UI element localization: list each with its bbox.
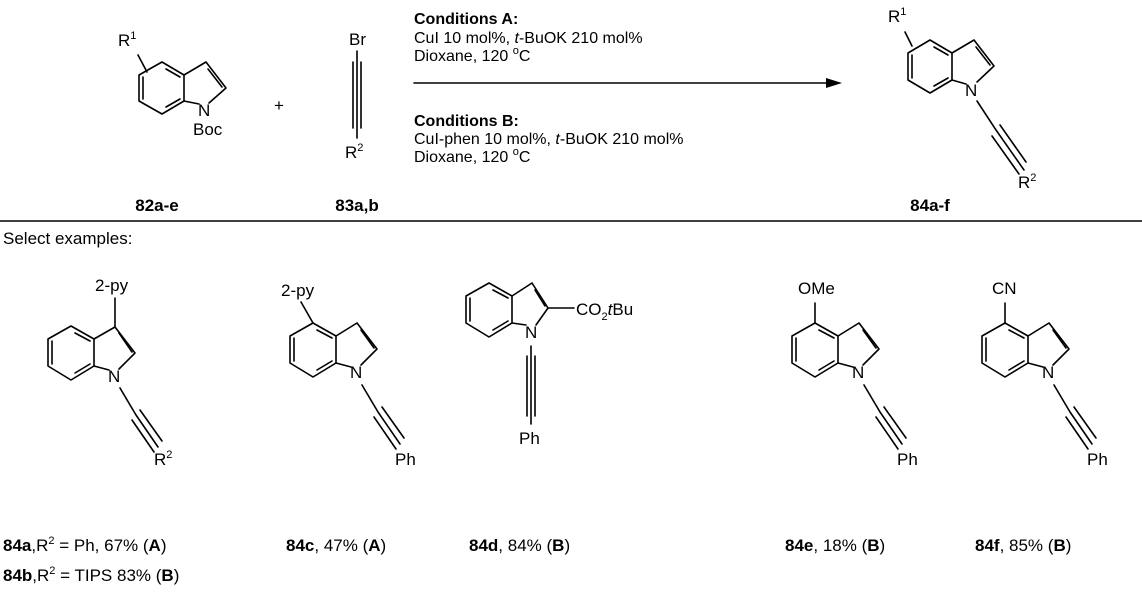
product-84-structure: R1 N R2 xyxy=(888,6,1036,192)
example-84c-structure: 2-py N Ph xyxy=(281,281,416,469)
indole-pyrrole-ring xyxy=(183,61,227,104)
ex4-pyrrole-double-bond xyxy=(862,329,877,349)
ex4-substituent-label: OMe xyxy=(798,279,835,298)
reactant-83-structure: Br R2 xyxy=(345,30,366,162)
product-pyrrole-ring xyxy=(951,39,995,83)
conditions-b-line2: Dioxane, 120 oC xyxy=(414,146,530,166)
boc-label: Boc xyxy=(193,120,223,139)
compound-label-83: 83a,b xyxy=(335,196,378,215)
triple-bond xyxy=(352,50,362,139)
product-r2-label: R2 xyxy=(1018,172,1036,192)
product-benzene-ring xyxy=(907,39,953,94)
ex3-substituent-label: CO2tBu xyxy=(576,300,633,323)
example-84d-structure: CO2tBu N Ph xyxy=(465,282,633,448)
br-atom-label: Br xyxy=(349,30,366,49)
compound-label-82: 82a-e xyxy=(135,196,178,215)
ex3-n-benzene-bond xyxy=(511,322,527,326)
conditions-a-line1: CuI 10 mol%, t-BuOK 210 mol% xyxy=(414,30,643,47)
caption-84f: 84f, 85% (B) xyxy=(975,536,1071,555)
example-84f-structure: CN N Ph xyxy=(981,279,1108,469)
product-n-benzene-bond xyxy=(951,79,967,85)
ex5-alkyne-group-label: Ph xyxy=(1087,450,1108,469)
ex4-n-label: N xyxy=(852,363,864,382)
conditions-a-line2: Dioxane, 120 oC xyxy=(414,45,530,65)
caption-84c: 84c, 47% (A) xyxy=(286,536,386,555)
n-atom-label: N xyxy=(198,101,210,120)
ex2-alkyne xyxy=(361,384,405,450)
reactant-82-structure: R1 N Boc xyxy=(118,30,227,139)
ex3-pyrrole-ring xyxy=(511,282,549,326)
compound-label-84: 84a-f xyxy=(910,196,950,215)
plus-sign: + xyxy=(274,96,284,115)
ex5-pyrrole-ring xyxy=(1027,322,1070,366)
ex3-benzene-double-bonds xyxy=(469,289,509,331)
caption-84a: 84a,R2 = Ph, 67% (A) xyxy=(3,535,166,555)
conditions-a-title: Conditions A: xyxy=(414,11,518,28)
ex2-n-label: N xyxy=(350,363,362,382)
ex4-n-benzene-bond xyxy=(837,362,854,368)
ex2-substituent-bond xyxy=(300,301,314,324)
ex5-pyrrole-double-bond xyxy=(1052,329,1067,349)
ex2-n-benzene-bond xyxy=(335,362,352,368)
ex4-pyrrole-ring xyxy=(837,322,880,366)
ex2-pyrrole-double-bond xyxy=(360,329,375,349)
conditions-b: Conditions B: CuI-phen 10 mol%, t-BuOK 2… xyxy=(414,113,683,166)
ex5-alkyne xyxy=(1053,384,1097,450)
conditions-b-line1: CuI-phen 10 mol%, t-BuOK 210 mol% xyxy=(414,131,683,148)
ex5-substituent-label: CN xyxy=(992,279,1017,298)
ex4-benzene-ring xyxy=(791,322,839,378)
product-alkyne xyxy=(976,100,1027,175)
ex1-alkyne xyxy=(119,387,163,453)
example-84e-structure: OMe N Ph xyxy=(791,279,918,469)
ex3-alkyne-group-label: Ph xyxy=(519,429,540,448)
ex1-n-benzene-bond xyxy=(93,365,110,371)
ex2-alkyne-group-label: Ph xyxy=(395,450,416,469)
ex2-substituent-label: 2-py xyxy=(281,281,315,300)
product-n-label: N xyxy=(965,81,977,100)
ex4-alkyne xyxy=(863,384,907,450)
r1-label: R1 xyxy=(118,30,136,50)
ex1-substituent-label: 2-py xyxy=(95,276,129,295)
ex1-pyrrole-double-bond xyxy=(118,332,133,353)
product-r1-bond xyxy=(904,31,913,47)
ex1-pyrrole-ring xyxy=(93,326,136,370)
ex4-alkyne-group-label: Ph xyxy=(897,450,918,469)
r2-label: R2 xyxy=(345,142,363,162)
ex1-r2-label: R2 xyxy=(154,449,172,469)
select-examples-label: Select examples: xyxy=(3,229,132,248)
benzene-double-bonds xyxy=(142,68,181,108)
ex5-benzene-double-bonds xyxy=(985,329,1025,371)
ex3-benzene-ring xyxy=(465,282,513,338)
pyrrole-double-bond xyxy=(207,68,223,88)
caption-84d: 84d, 84% (B) xyxy=(469,536,570,555)
reaction-arrow xyxy=(413,78,842,88)
ex2-benzene-ring xyxy=(289,322,337,378)
product-pyrrole-double-bond xyxy=(975,46,991,66)
ex2-benzene-double-bonds xyxy=(293,329,333,371)
example-84a-structure: 2-py N R2 xyxy=(47,276,172,469)
ex2-pyrrole-ring xyxy=(335,322,378,366)
ex1-benzene-double-bonds xyxy=(51,332,91,374)
ex5-n-benzene-bond xyxy=(1027,362,1044,368)
ex1-n-label: N xyxy=(108,367,120,386)
ex3-alkyne xyxy=(526,345,536,425)
ex3-n-label: N xyxy=(525,323,537,342)
ex5-n-label: N xyxy=(1042,363,1054,382)
product-benzene-double-bonds xyxy=(911,46,949,87)
r1-substituent-bond xyxy=(137,54,148,73)
ex3-pyrrole-double-bond xyxy=(534,289,546,307)
ex4-benzene-double-bonds xyxy=(795,329,835,371)
caption-84e: 84e, 18% (B) xyxy=(785,536,885,555)
conditions-a: Conditions A: CuI 10 mol%, t-BuOK 210 mo… xyxy=(414,11,643,65)
caption-84b: 84b,R2 = TIPS 83% (B) xyxy=(3,565,179,585)
n-to-benzene-bond xyxy=(183,100,200,105)
product-r1-label: R1 xyxy=(888,6,906,26)
conditions-b-title: Conditions B: xyxy=(414,113,519,130)
ex1-benzene-ring xyxy=(47,325,95,381)
ex5-benzene-ring xyxy=(981,322,1029,378)
